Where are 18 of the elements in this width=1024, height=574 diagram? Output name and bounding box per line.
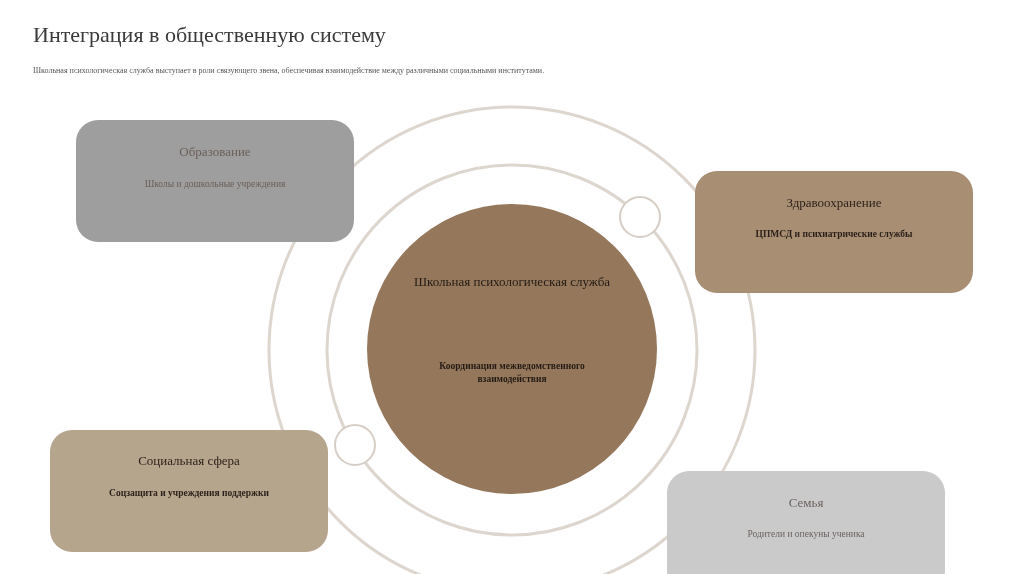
title: Интеграция в общественную систему — [33, 22, 386, 48]
card-heading: Здравоохранение — [785, 195, 883, 211]
card-description: Координация межведомственного взаимодействия — [438, 360, 586, 386]
subtitle: Школьная психологическая служба выступает в роли связующего звена, обеспечивая взаимодействие между различными социальными институтами. — [33, 66, 545, 75]
card-heading: Семья — [787, 495, 825, 511]
card-description: Родители и опекуны ученика — [746, 528, 866, 541]
category-card — [76, 120, 354, 242]
card-heading: Социальная сфера — [137, 453, 241, 469]
category-card — [50, 430, 328, 552]
card-description: ЦПМСД и психиатрические службы — [754, 228, 914, 241]
ring-circle — [334, 424, 376, 466]
category-card — [667, 471, 945, 574]
card-description: Соцзащита и учреждения поддержки — [108, 487, 270, 500]
card-description: Школы и дошкольные учреждения — [143, 178, 287, 191]
category-card — [695, 171, 973, 293]
ring-circle — [619, 196, 661, 238]
card-heading: Образование — [178, 144, 252, 160]
card-heading: Школьная психологическая служба — [412, 274, 612, 290]
